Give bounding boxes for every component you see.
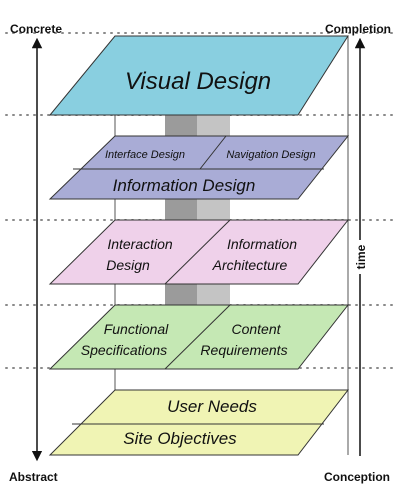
interaction-label: Interaction	[107, 236, 173, 252]
strategy-plane: User Needs Site Objectives	[48, 389, 350, 456]
architecture-label: Architecture	[212, 257, 288, 273]
functional-label: Functional	[104, 321, 169, 337]
time-label: time	[354, 244, 368, 269]
scope-plane: Functional Specifications Content Requir…	[48, 304, 350, 370]
site-objectives-label: Site Objectives	[123, 429, 237, 448]
surface-plane: Visual Design	[48, 35, 349, 116]
conception-label: Conception	[324, 470, 390, 484]
interface-design-label: Interface Design	[105, 149, 185, 161]
specifications-label: Specifications	[81, 342, 167, 358]
skeleton-plane: Interface Design Navigation Design Infor…	[48, 135, 350, 200]
abstract-label: Abstract	[9, 470, 58, 484]
design-label: Design	[106, 257, 150, 273]
requirements-label: Requirements	[200, 342, 287, 358]
visual-design-label: Visual Design	[125, 68, 271, 95]
information-label: Information	[227, 236, 297, 252]
structure-plane: Interaction Design Information Architect…	[48, 219, 350, 285]
content-label: Content	[231, 321, 281, 337]
user-needs-label: User Needs	[167, 397, 257, 416]
completion-label: Completion	[325, 22, 391, 36]
navigation-design-label: Navigation Design	[226, 149, 315, 161]
information-design-label: Information Design	[113, 176, 256, 195]
concrete-label: Concrete	[10, 22, 62, 36]
